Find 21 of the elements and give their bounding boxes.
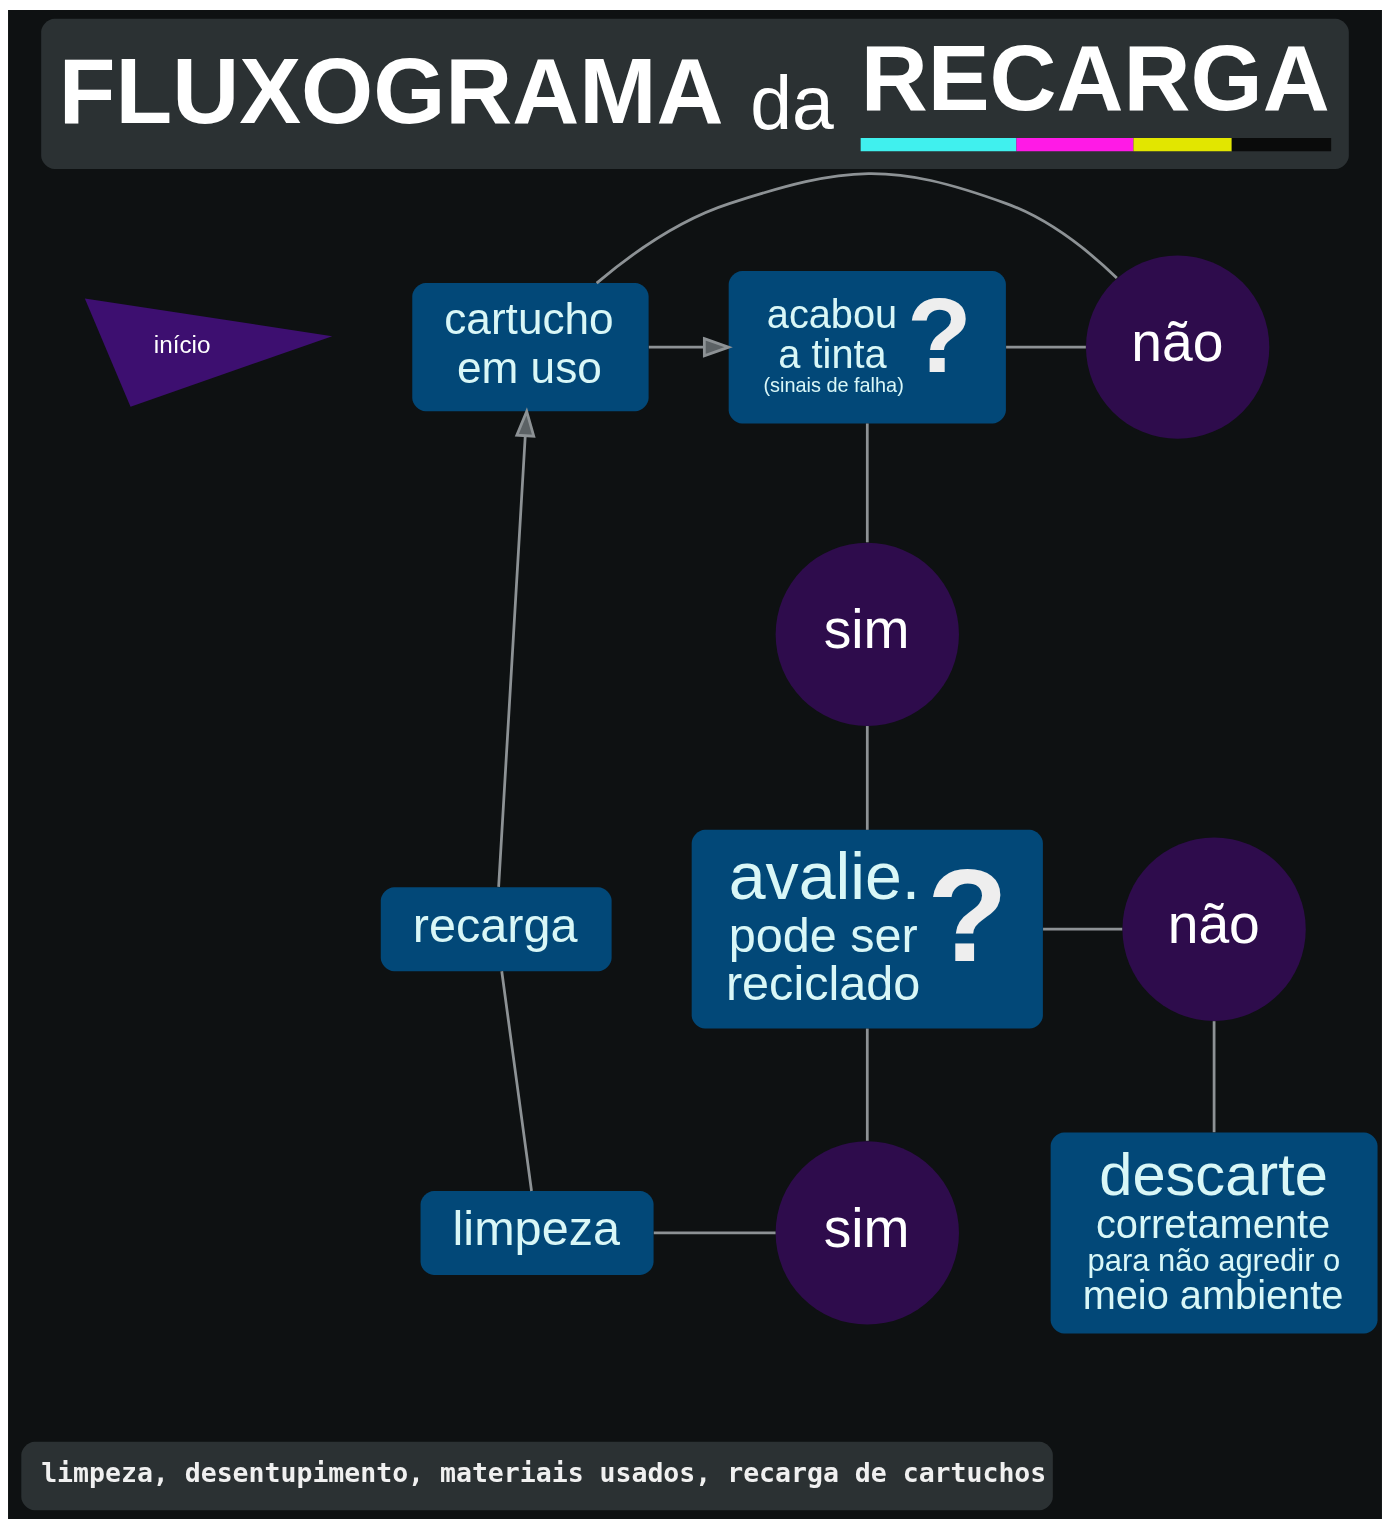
connector [500,970,533,1191]
node-box: limpeza [420,1190,654,1275]
diagram-title: FLUXOGRAMA da RECARGA [58,25,1330,145]
node-circle: não [1086,255,1270,439]
node-box: recarga [380,886,612,971]
node-box: descarte corretamente para não agredir o meio ambiente [1050,1131,1378,1333]
arrow [497,406,536,887]
node-box: cartucho em uso [412,282,649,411]
connector [865,1028,869,1141]
connector [865,423,869,542]
connector [1006,345,1086,349]
connector [1043,927,1123,931]
connector [653,1231,776,1234]
connector [595,171,1118,284]
connector [1212,1020,1216,1132]
node-circle: não [1122,837,1306,1021]
node-circle: sim [775,542,959,726]
caption: limpeza, desentupimento, materiais usados, recarga de cartuchos [41,1456,1047,1488]
arrow [648,336,733,358]
node-circle: sim [775,1140,959,1325]
connector [865,725,869,830]
